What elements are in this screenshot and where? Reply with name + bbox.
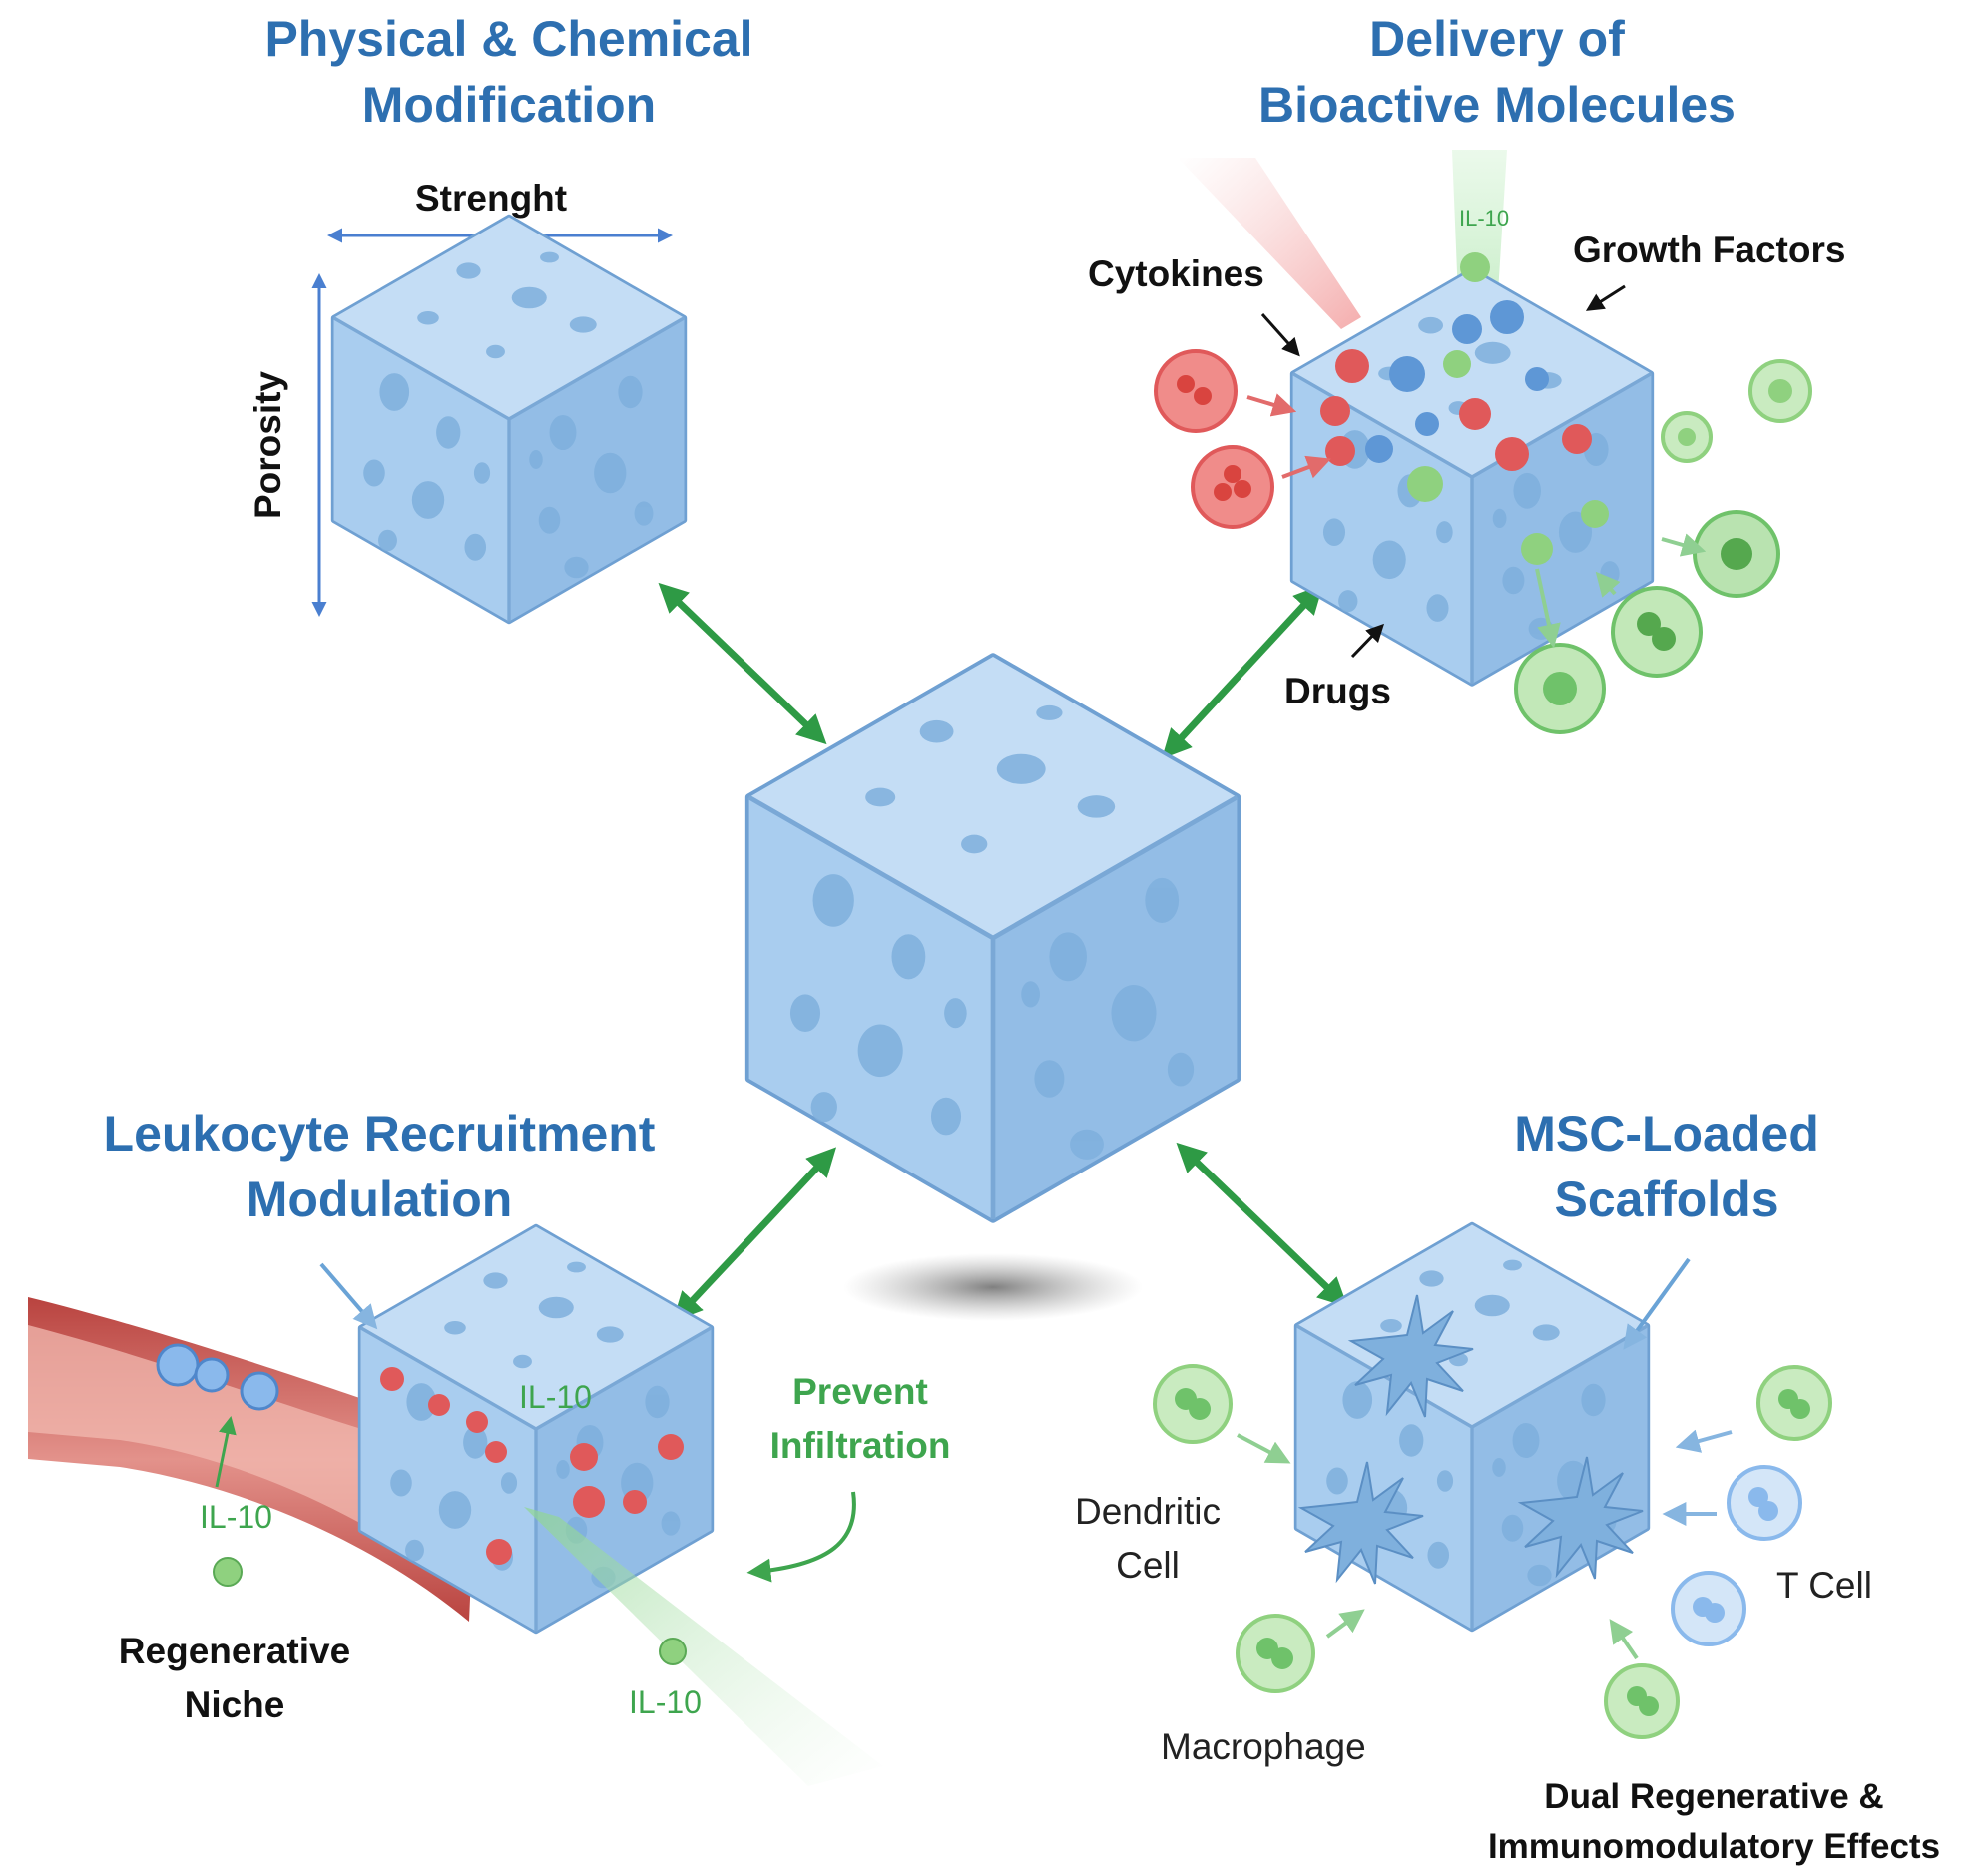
msc-bottom-arrow xyxy=(1609,1619,1639,1660)
msc-right-arrow-1 xyxy=(1675,1429,1733,1453)
red-cell-arrow-1 xyxy=(1246,393,1297,417)
red-cells xyxy=(1154,349,1274,529)
vessel-leukocytes xyxy=(156,1343,279,1411)
growth-release-1 xyxy=(1535,568,1561,649)
red-cell-arrow-2 xyxy=(1281,455,1331,479)
dendritic-arrow xyxy=(1237,1433,1291,1464)
macrophage-arrow xyxy=(1325,1609,1365,1639)
green-cells xyxy=(1514,359,1812,734)
delivery-particles xyxy=(1320,252,1609,565)
drugs-label: Drugs xyxy=(1284,671,1391,711)
porosity-label: Porosity xyxy=(248,370,289,520)
prevent-curve-arrow xyxy=(746,1491,856,1583)
physical-scaffold-cube xyxy=(334,218,685,622)
growth-release-3 xyxy=(1595,571,1621,598)
connector-physical xyxy=(658,582,827,745)
il10-release-beam xyxy=(524,1507,883,1786)
leukocyte-il10-vessel-label: IL-10 xyxy=(200,1499,272,1535)
il10-particles xyxy=(213,1557,687,1665)
central-cube-shadow xyxy=(843,1253,1143,1321)
connector-msc xyxy=(1176,1142,1348,1308)
cytokine-beam xyxy=(1178,158,1361,329)
connector-delivery xyxy=(1162,584,1323,759)
cytokines-pointer xyxy=(1260,313,1300,357)
strength-label: Strenght xyxy=(415,178,568,219)
leukocyte-pointer xyxy=(319,1262,378,1330)
msc-pointer xyxy=(1623,1257,1691,1350)
drugs-pointer xyxy=(1350,623,1384,659)
leukocyte-il10-bottom-label: IL-10 xyxy=(629,1684,702,1720)
immune-cells xyxy=(1153,1364,1832,1739)
delivery-il10-label: IL-10 xyxy=(1459,206,1510,231)
growth-factors-pointer xyxy=(1585,284,1626,311)
macrophage-label: Macrophage xyxy=(1161,1726,1366,1767)
growth-factors-label: Growth Factors xyxy=(1573,230,1846,270)
central-scaffold-cube xyxy=(749,657,1238,1219)
connector-leukocyte xyxy=(672,1147,837,1322)
tcell-label: T Cell xyxy=(1776,1565,1872,1606)
msc-stars xyxy=(1297,1294,1644,1585)
growth-release-2 xyxy=(1661,533,1707,557)
infiltrating-cells xyxy=(380,1367,684,1565)
il10-up-arrow xyxy=(215,1415,237,1488)
dual-effects-label: Dual Regenerative &Immunomodulatory Effe… xyxy=(1487,1777,1941,1866)
leukocyte-il10-cube-label: IL-10 xyxy=(519,1379,592,1415)
cytokines-label: Cytokines xyxy=(1088,253,1264,294)
